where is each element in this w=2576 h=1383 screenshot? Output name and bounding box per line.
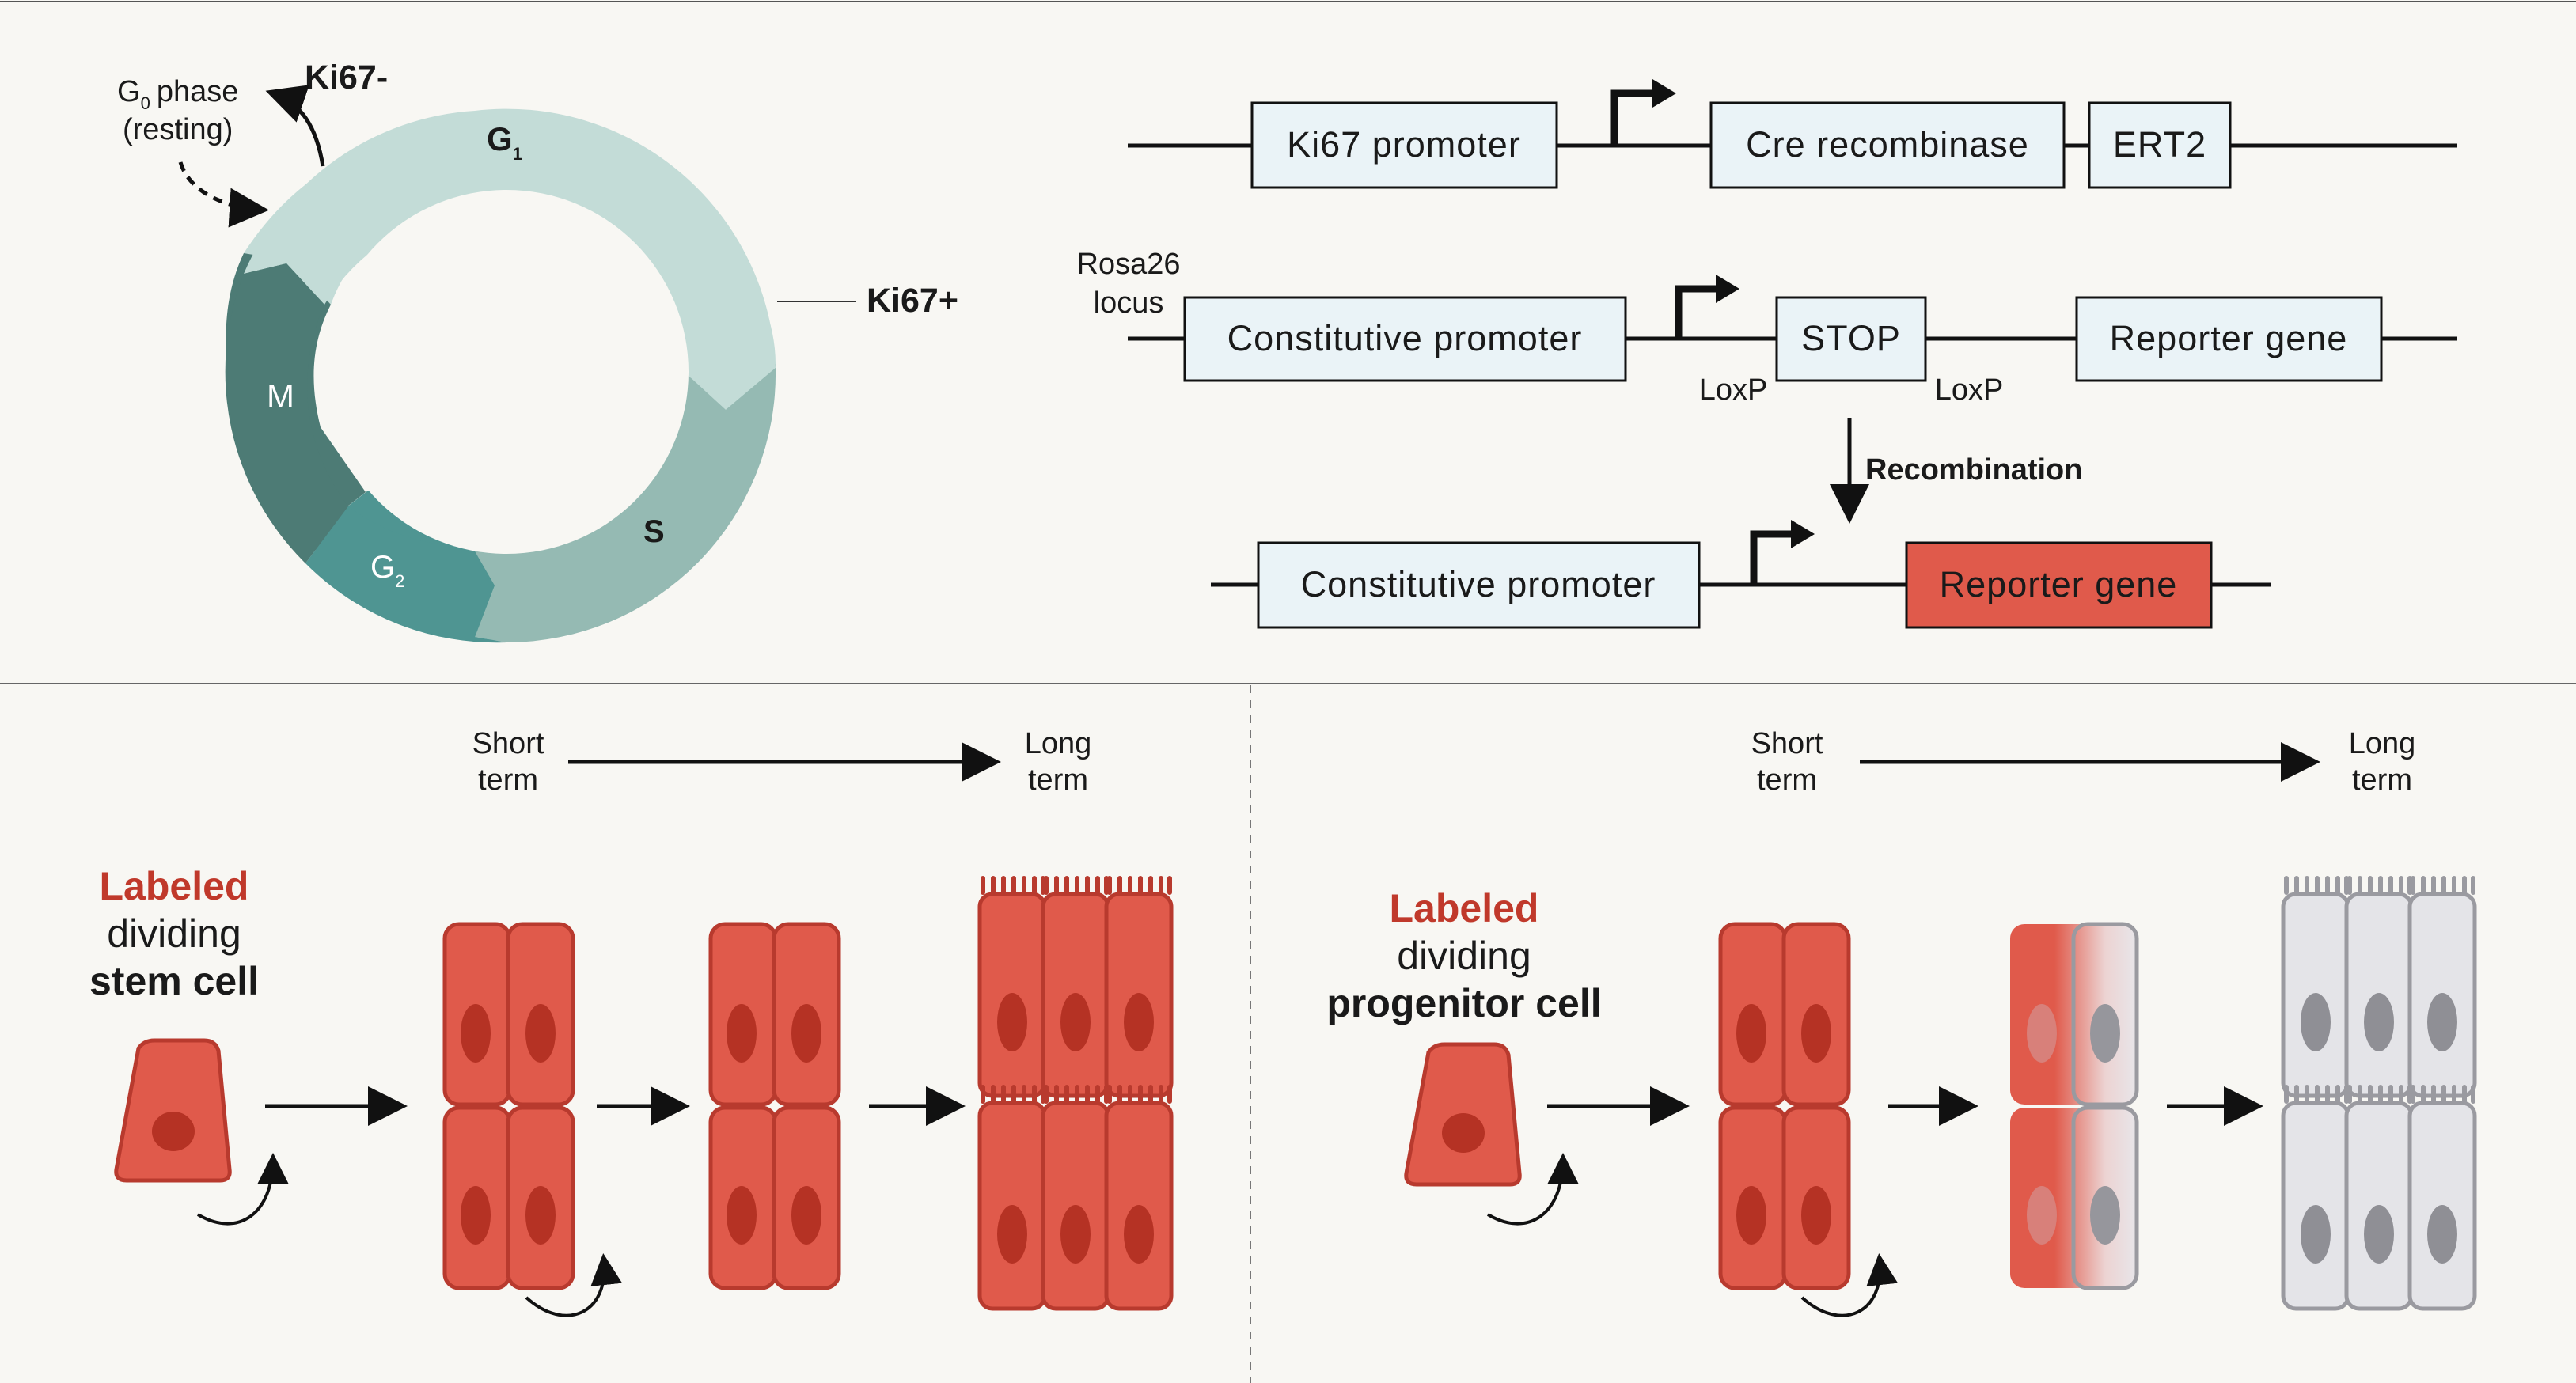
constitutive-promoter-box-1 (1183, 296, 1627, 382)
short-term-label-right-2: term (1757, 763, 1817, 797)
ki67-plus-label: Ki67+ (867, 282, 958, 320)
progenitor-label-line2: dividing (1397, 934, 1531, 978)
short-term-label-left-1: Short (472, 727, 544, 760)
stem-stage-4-tissue (977, 876, 1174, 1311)
transcription-start-arrow-2 (1675, 285, 1721, 339)
reporter-gene-box-1 (2075, 296, 2383, 382)
short-term-label-right-1: Short (1751, 727, 1823, 760)
progenitor-stage-3-cells-fading (2010, 922, 2139, 1290)
stem-stage-2-cells (442, 922, 623, 1317)
rosa26-label-line2: locus (1094, 286, 1164, 320)
recombination-step: Recombination (1830, 418, 2082, 524)
phase-s-label: S (643, 514, 665, 549)
svg-text:Reporter gene: Reporter gene (2110, 318, 2348, 358)
phase-g2-label: G2 (370, 550, 404, 591)
ki67-promoter-box (1250, 101, 1558, 189)
ki67-creert2-construct: Ki67 promoter Cre recombinase ERT2 (1128, 79, 2457, 189)
rosa26-label-line1: Rosa26 (1077, 248, 1181, 281)
stop-box (1775, 296, 1927, 382)
recombined-construct: Constitutive promoter Reporter gene (1211, 520, 2271, 629)
long-term-label-left-1: Long (1025, 727, 1092, 760)
stem-label-line2: dividing (107, 911, 241, 956)
stem-label-line1: Labeled (100, 864, 249, 908)
progenitor-cell-single (1404, 1042, 1579, 1226)
transcription-start-arrow-1 (1610, 89, 1658, 146)
long-term-label-right-1: Long (2349, 727, 2416, 760)
svg-text:Cre recombinase: Cre recombinase (1746, 124, 2029, 165)
g0-label-line2: (resting) (123, 113, 233, 146)
exit-to-g0-arrow (265, 85, 325, 167)
short-term-label-left-2: term (478, 763, 538, 797)
reporter-gene-box-active (1905, 541, 2213, 629)
progenitor-label-line3: progenitor cell (1326, 981, 1601, 1025)
constitutive-promoter-box-2 (1257, 541, 1701, 629)
long-term-label-right-2: term (2352, 763, 2412, 797)
loxp-right-label: LoxP (1935, 373, 2004, 407)
svg-text:ERT2: ERT2 (2113, 124, 2206, 165)
svg-text:Constitutive promoter: Constitutive promoter (1301, 564, 1656, 604)
cell-cycle-ring (225, 108, 776, 643)
loxp-left-label: LoxP (1699, 373, 1768, 407)
progenitor-stage-2-cells (1718, 922, 1899, 1317)
stem-cell-panel: Short term Long term Labeled dividing st… (89, 727, 1174, 1317)
stem-label-line3: stem cell (89, 959, 259, 1003)
stem-cell-single (114, 1038, 289, 1226)
phase-m-label: M (267, 377, 294, 415)
cre-recombinase-box (1709, 101, 2066, 189)
svg-text:Constitutive promoter: Constitutive promoter (1227, 318, 1583, 358)
reentry-dashed-arrow (178, 161, 269, 228)
svg-text:Ki67 promoter: Ki67 promoter (1287, 124, 1521, 165)
progenitor-stage-4-tissue-unlabeled (2281, 876, 2477, 1311)
phase-g1-label: G1 (487, 120, 522, 164)
ki67-minus-label: Ki67- (305, 59, 388, 97)
recombination-label: Recombination (1865, 453, 2082, 487)
stem-stage-3-cells (708, 922, 841, 1290)
svg-text:Reporter gene: Reporter gene (1940, 564, 2178, 604)
transcription-start-arrow-3 (1750, 530, 1796, 585)
rosa26-reporter-construct: Rosa26 locus Constitutive promoter STOP … (1077, 248, 2457, 407)
long-term-label-left-2: term (1028, 763, 1088, 797)
progenitor-cell-panel: Short term Long term Labeled dividing pr… (1326, 727, 2477, 1317)
svg-text:STOP: STOP (1801, 318, 1901, 358)
progenitor-label-line1: Labeled (1390, 886, 1539, 930)
ert2-box (2088, 101, 2232, 189)
